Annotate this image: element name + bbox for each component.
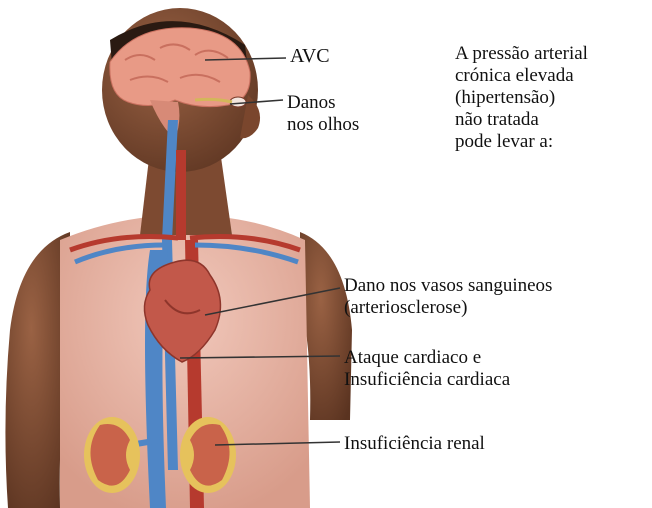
intro-note: A pressão arterial crónica elevada (hipe…: [455, 43, 588, 153]
right-kidney: [180, 417, 236, 493]
stroke-label: AVC: [290, 45, 330, 67]
eye-damage-label: Danos nos olhos: [287, 92, 359, 136]
left-kidney: [84, 417, 140, 493]
kidney-failure-label: Insuficiência renal: [344, 433, 485, 455]
heart-failure-label: Ataque cardiaco e Insuficiência cardiaca: [344, 347, 510, 391]
vessel-damage-label: Dano nos vasos sanguineos (arteriosclero…: [344, 275, 552, 319]
